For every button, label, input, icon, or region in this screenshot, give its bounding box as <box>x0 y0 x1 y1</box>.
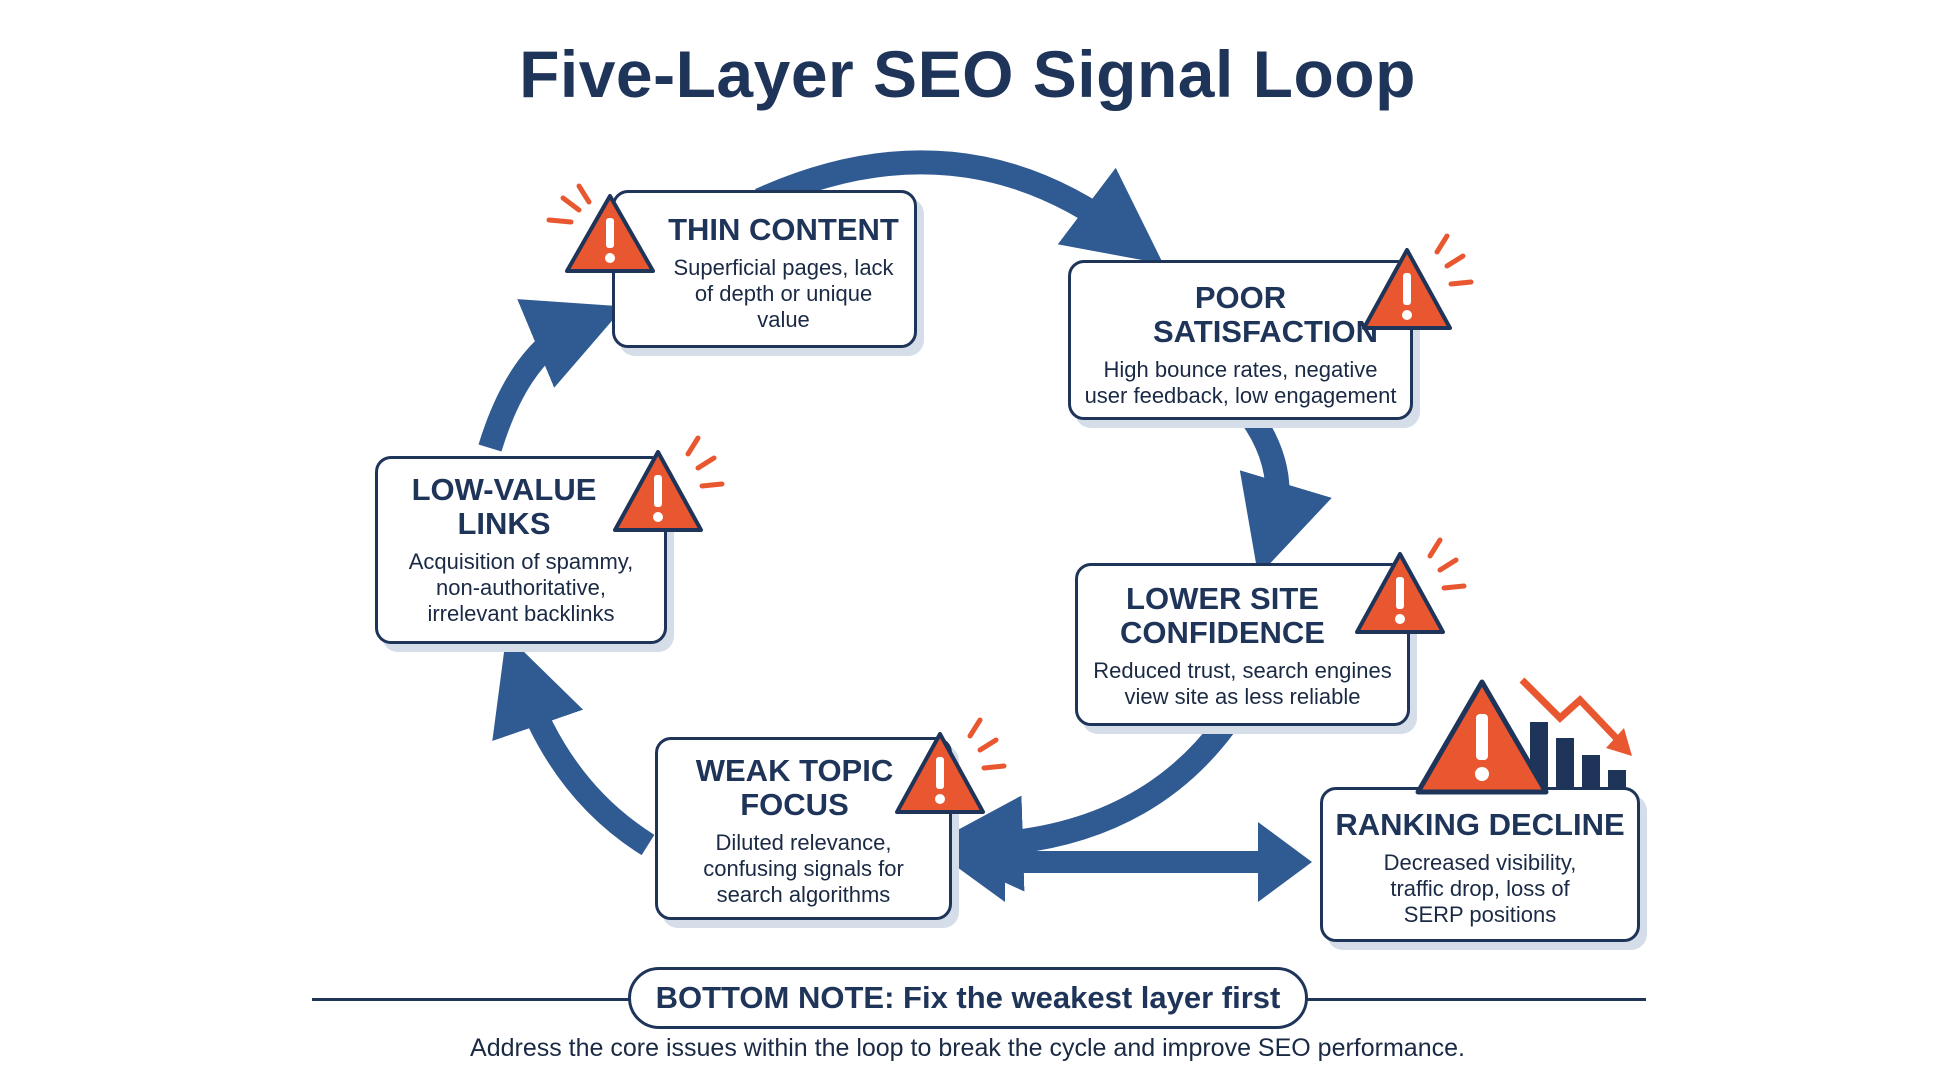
node-title: LOW-VALUE LINKS <box>411 472 597 541</box>
note-divider-right <box>1306 998 1646 1001</box>
arrow-topic-to-links <box>492 634 655 856</box>
node-thin-content: THIN CONTENT Superficial pages, lack of … <box>612 190 917 348</box>
node-description: Superficial pages, lack of depth or uniq… <box>673 255 894 332</box>
arrow-thin-to-satisfaction <box>755 150 1164 264</box>
arrow-links-to-thin <box>478 299 625 452</box>
warning-triangle-icon <box>613 435 725 532</box>
node-description: Reduced trust, search engines view site … <box>1093 658 1392 709</box>
node-description: Decreased visibility, traffic drop, loss… <box>1383 850 1577 927</box>
node-description: High bounce rates, negative user feedbac… <box>1084 357 1397 408</box>
arrow-confidence-to-topic <box>927 717 1235 892</box>
node-weak-topic-focus: WEAK TOPIC FOCUS Diluted relevance, conf… <box>655 737 952 920</box>
warning-triangle-icon <box>1415 679 1549 795</box>
node-title: RANKING DECLINE <box>1335 807 1625 842</box>
warning-triangle-icon <box>1355 537 1467 634</box>
node-poor-satisfaction: POOR SATISFACTION High bounce rates, neg… <box>1068 260 1413 420</box>
bottom-note: BOTTOM NOTE: Fix the weakest layer first <box>628 967 1308 1029</box>
note-divider-left <box>312 998 630 1001</box>
arrow-head-left <box>950 822 1005 902</box>
node-title: LOWER SITE CONFIDENCE <box>1120 581 1325 650</box>
warning-triangle-icon <box>895 717 1007 814</box>
warning-triangle-icon <box>546 183 655 273</box>
node-description: Diluted relevance, confusing signals for… <box>703 830 904 907</box>
arrow-head-right <box>1258 822 1312 902</box>
node-title: WEAK TOPIC FOCUS <box>695 753 894 822</box>
page-title: Five-Layer SEO Signal Loop <box>519 37 1416 111</box>
node-title: THIN CONTENT <box>668 212 899 247</box>
node-ranking-decline: RANKING DECLINE Decreased visibility, tr… <box>1320 787 1640 942</box>
node-description: Acquisition of spammy, non-authoritative… <box>408 549 634 626</box>
bottom-note-subtext: Address the core issues within the loop … <box>470 1034 1465 1062</box>
node-low-value-links: LOW-VALUE LINKS Acquisition of spammy, n… <box>375 456 667 644</box>
arrow-satisfaction-to-confidence <box>1239 407 1332 576</box>
node-title: POOR SATISFACTION <box>1153 280 1379 349</box>
node-lower-site-confidence: LOWER SITE CONFIDENCE Reduced trust, sea… <box>1075 563 1410 726</box>
warning-triangle-icon <box>1362 233 1474 330</box>
